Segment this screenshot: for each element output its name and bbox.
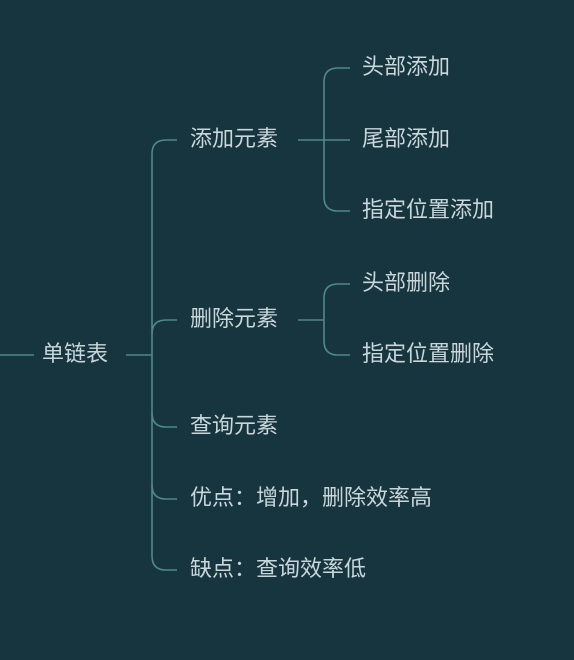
node-pros[interactable]: 优点：增加，删除效率高 xyxy=(190,486,433,511)
node-cons[interactable]: 缺点：查询效率低 xyxy=(190,557,367,582)
node-add-head[interactable]: 头部添加 xyxy=(362,55,451,80)
node-delete-element[interactable]: 删除元素 xyxy=(190,307,279,332)
connector-pros xyxy=(151,484,177,500)
node-query-element[interactable]: 查询元素 xyxy=(190,414,279,439)
connector-trunk-1 xyxy=(151,139,177,571)
node-add-element[interactable]: 添加元素 xyxy=(190,127,279,152)
node-delete-head[interactable]: 头部删除 xyxy=(362,271,451,296)
node-delete-at-position[interactable]: 指定位置删除 xyxy=(362,342,495,367)
connector-delete-trunk xyxy=(323,283,350,356)
node-add-tail[interactable]: 尾部添加 xyxy=(362,127,451,152)
root-node[interactable]: 单链表 xyxy=(42,342,109,367)
node-add-at-position[interactable]: 指定位置添加 xyxy=(362,198,495,223)
connector-add-trunk xyxy=(323,67,350,212)
connector-delete xyxy=(151,319,177,335)
connector-query xyxy=(151,412,177,428)
